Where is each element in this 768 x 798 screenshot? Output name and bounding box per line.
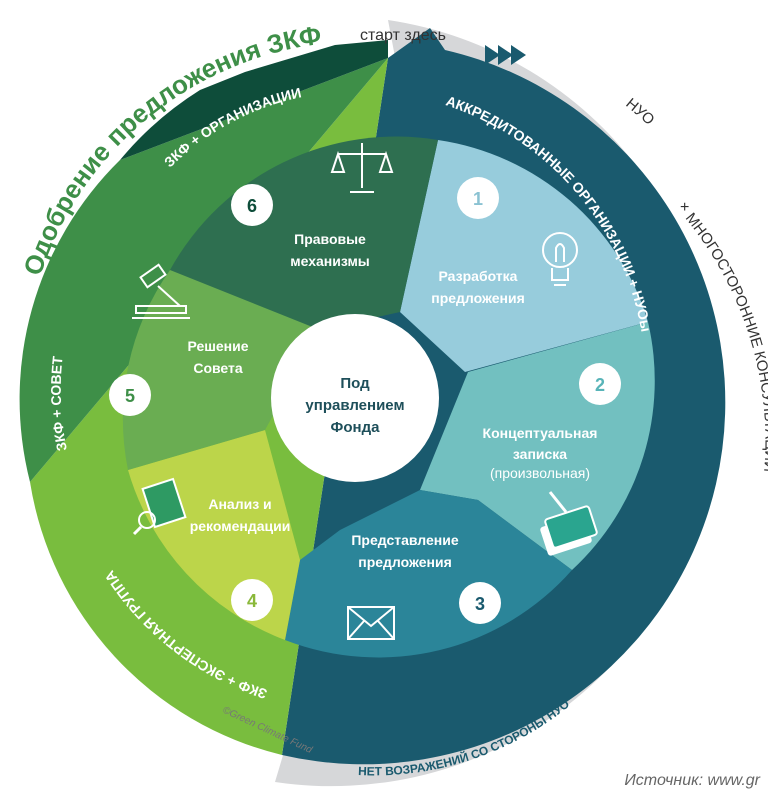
start-label: старт здесь [360,27,446,44]
magnifier-document-icon [132,477,187,536]
stage-2-label-2: записка [513,446,567,462]
start-arrows-icon [485,45,526,65]
stage-6-label-1: Правовые [294,231,366,247]
stage-2-note: (произвольная) [490,465,590,481]
stage-3-label-1: Представление [351,532,459,548]
plus-label: + [680,199,689,216]
center-label-3: Фонда [331,419,381,436]
stage-2-number-circle [579,363,621,405]
nuo-label: НУО [622,95,657,129]
center-label-2: управлением [305,397,404,414]
stage-5-number-circle [109,374,151,416]
documents-pen-icon [540,491,598,556]
scales-icon [330,143,394,193]
stage-6-label-2: механизмы [290,253,370,269]
stage-4-label-1: Анализ и [208,496,271,512]
stage-1-number-circle [457,177,499,219]
stage-1: 1 Разработка предложения [431,177,578,306]
stage-2: 2 Концептуальная записка (произвольная) [483,363,621,556]
stage-3: 3 Представление предложения [347,532,501,640]
stage-3-number-circle [459,582,501,624]
stage-2-number: 2 [595,375,605,395]
stage-3-label-2: предложения [358,554,452,570]
lightbulb-icon [542,232,578,286]
source-caption: Источник: www.gr [624,772,760,789]
stage-1-label-1: Разработка [439,268,518,284]
stage-4-label-2: рекомендации [190,518,291,534]
stage-1-number: 1 [473,189,483,209]
stage-4-number-circle [231,579,273,621]
stage-6-number: 6 [247,196,257,216]
center-label-1: Под [340,375,370,392]
stage-6: 6 Правовые механизмы [231,143,394,269]
envelope-icon [347,606,395,640]
stage-4-number: 4 [247,591,257,611]
stage-2-label-1: Концептуальная [483,425,598,441]
center-circle [271,314,439,482]
gavel-icon [132,263,190,319]
stage-5: 5 Решение Совета [109,263,249,416]
stage-5-number: 5 [125,386,135,406]
stage-5-label-1: Решение [187,338,248,354]
stage-3-number: 3 [475,594,485,614]
stage-5-label-2: Совета [193,360,243,376]
stage-6-number-circle [231,184,273,226]
stage-1-label-2: предложения [431,290,525,306]
stage-4: 4 Анализ и рекомендации [132,477,291,621]
